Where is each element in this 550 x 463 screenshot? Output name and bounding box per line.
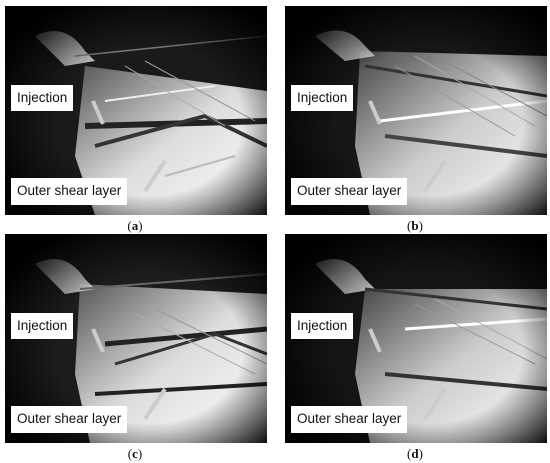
caption-d: (d)	[407, 446, 423, 461]
outer-shear-layer-label: Outer shear layer	[11, 406, 128, 433]
outer-shear-layer-label: Outer shear layer	[291, 178, 408, 205]
injection-label: Injection	[11, 313, 74, 339]
injection-label: Injection	[11, 85, 74, 111]
schlieren-image-c: Injection Outer shear layer	[5, 234, 267, 443]
caption-b: (b)	[407, 218, 423, 233]
caption-c: (c)	[127, 446, 143, 461]
caption-a: (a)	[127, 218, 143, 233]
outer-shear-layer-label: Outer shear layer	[11, 178, 128, 205]
injection-label: Injection	[291, 85, 354, 111]
injection-label: Injection	[291, 313, 354, 339]
schlieren-image-a: Injection Outer shear layer	[5, 6, 267, 215]
schlieren-image-d: Injection Outer shear layer	[285, 234, 547, 443]
schlieren-image-b: Injection Outer shear layer	[285, 6, 547, 215]
outer-shear-layer-label: Outer shear layer	[291, 406, 408, 433]
flow-visualization-b	[285, 6, 547, 215]
